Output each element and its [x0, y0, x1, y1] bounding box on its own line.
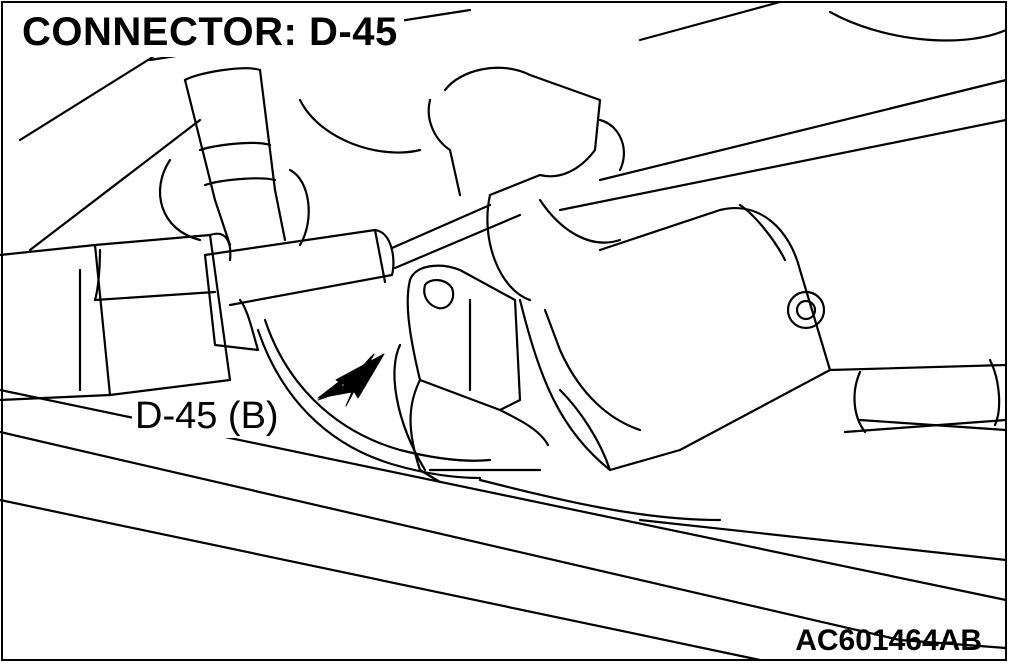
- component-body: [427, 66, 832, 472]
- wire-loop: [256, 318, 492, 480]
- figure-id: AC601464AB: [795, 624, 982, 657]
- connector-callout-label: D-45 (B): [132, 395, 282, 438]
- target-connector-d45: [393, 264, 550, 484]
- bolt-icon: [786, 290, 826, 330]
- left-connector-housing: [0, 232, 232, 402]
- harness-connector-body: [203, 203, 522, 352]
- arrow-icon: [317, 353, 385, 407]
- figure-title: CONNECTOR: D-45: [18, 10, 404, 57]
- upper-harness: [158, 67, 310, 247]
- right-harness: [828, 358, 1008, 434]
